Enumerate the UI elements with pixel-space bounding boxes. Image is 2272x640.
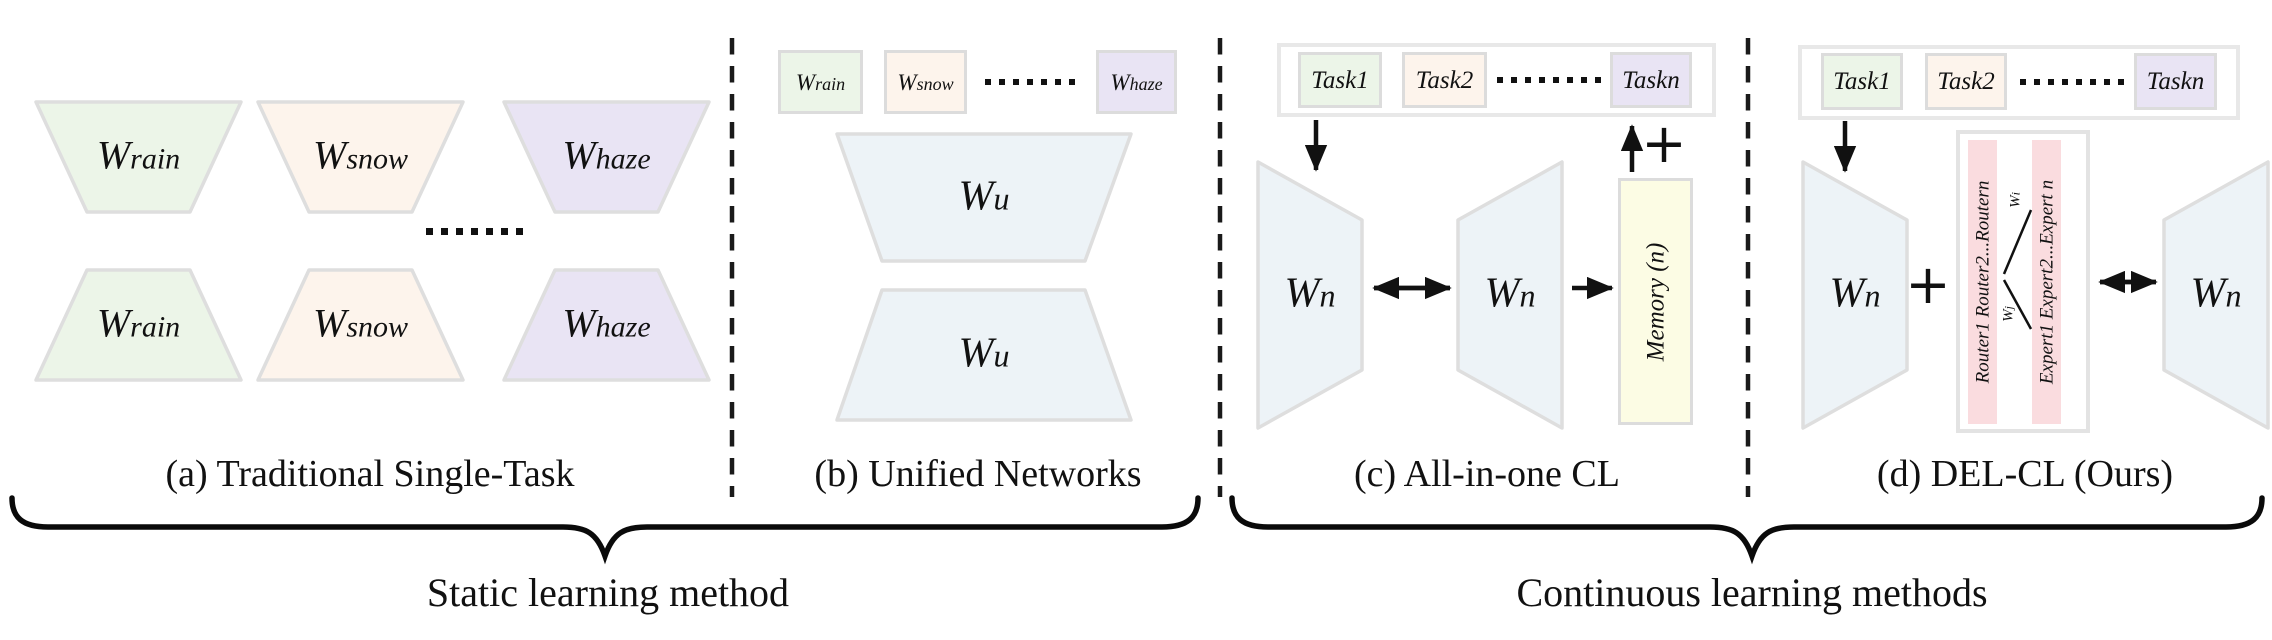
ellipsis-dots-a <box>426 228 523 235</box>
network-label: Wsnow <box>312 300 408 346</box>
caption-b: (b) Unified Networks <box>814 453 1142 495</box>
taskn-chip-c: Taskn <box>1610 52 1692 108</box>
trapezoid-shape <box>256 100 465 214</box>
trapezoid-shape <box>835 132 1133 263</box>
plus-sign-c: + <box>1641 112 1687 175</box>
encoder-shape <box>1801 160 1909 430</box>
network-trapezoid-rain-bottom: Wrain <box>34 268 243 382</box>
weight-chip-rain: Wrain <box>778 50 863 114</box>
task1-chip-d: Task1 <box>1821 53 1903 110</box>
trapezoid-shape <box>34 268 243 382</box>
network-label: Wn <box>2190 270 2242 317</box>
task-label: Taskn <box>1622 66 1680 94</box>
network-label: Wn <box>1484 270 1536 317</box>
unified-network-decoder: Wu <box>835 288 1133 422</box>
network-label: Wn <box>1829 270 1881 317</box>
network-label: Wn <box>1284 270 1336 317</box>
network-label: Whaze <box>562 300 651 346</box>
task-label: Task1 <box>1833 68 1891 95</box>
task1-chip-c: Task1 <box>1298 52 1382 108</box>
trapezoid-shape <box>835 288 1133 422</box>
network-trapezoid-haze-top: Whaze <box>502 100 711 214</box>
network-trapezoid-rain-top: Wrain <box>34 100 243 214</box>
task2-chip-d: Task2 <box>1925 53 2007 110</box>
task2-chip-c: Task2 <box>1402 52 1487 108</box>
network-trapezoid-snow-top: Wsnow <box>256 100 465 214</box>
taskn-chip-d: Taskn <box>2134 53 2217 110</box>
caption-d: (d) DEL-CL (Ours) <box>1876 453 2174 495</box>
plus-sign-d: + <box>1905 253 1951 316</box>
network-label: Wu <box>958 172 1010 219</box>
chip-label: Whaze <box>1110 69 1163 95</box>
memory-label: Memory (n) <box>1642 242 1669 361</box>
decoder-shape <box>2162 160 2270 430</box>
task-label: Task2 <box>1937 68 1995 95</box>
trapezoid-shape <box>34 100 243 214</box>
expert-strip: Expert1 Expert2...Expert n <box>2032 140 2061 424</box>
ellipsis-dots-b <box>985 79 1075 85</box>
encoder-wn-c: Wn <box>1256 160 1364 430</box>
network-trapezoid-snow-bottom: Wsnow <box>256 268 465 382</box>
network-label: Whaze <box>562 132 651 178</box>
network-label: Wsnow <box>312 132 408 178</box>
weight-chip-haze: Whaze <box>1096 50 1177 114</box>
group-label-continuous: Continuous learning methods <box>1516 570 1988 615</box>
trapezoid-shape <box>502 100 711 214</box>
weight-wj-label: Wj <box>2000 306 2017 322</box>
caption-a: (a) Traditional Single-Task <box>165 453 575 495</box>
unified-network-encoder: Wu <box>835 132 1133 263</box>
decoder-wn-d: Wn <box>2162 160 2270 430</box>
decoder-shape <box>1456 160 1564 430</box>
task-label: Task1 <box>1311 66 1369 94</box>
ellipsis-dots-d <box>2020 79 2124 85</box>
task-label: Task2 <box>1415 66 1474 94</box>
trapezoid-shape <box>256 268 465 382</box>
network-trapezoid-haze-bottom: Whaze <box>502 268 711 382</box>
brace-static-group <box>9 495 1201 565</box>
group-label-static: Static learning method <box>426 570 790 615</box>
memory-box: Memory (n) <box>1618 178 1693 425</box>
caption-c: (c) All-in-one CL <box>1354 453 1620 495</box>
encoder-shape <box>1256 160 1364 430</box>
weight-chip-snow: Wsnow <box>884 50 967 114</box>
weight-wi-label: Wi <box>2007 192 2024 208</box>
network-label: Wrain <box>96 132 181 178</box>
task-label: Taskn <box>2146 68 2205 95</box>
trapezoid-shape <box>502 268 711 382</box>
router-label: Router1 Router2...Routern <box>1972 180 1993 384</box>
network-label: Wu <box>958 330 1010 377</box>
brace-continuous-group <box>1229 495 2265 565</box>
chip-label: Wsnow <box>897 69 954 95</box>
decoder-wn-c: Wn <box>1456 160 1564 430</box>
network-label: Wrain <box>96 300 181 346</box>
expert-label: Expert1 Expert2...Expert n <box>2036 179 2057 385</box>
router-strip: Router1 Router2...Routern <box>1968 140 1997 424</box>
encoder-wn-d: Wn <box>1801 160 1909 430</box>
ellipsis-dots-c <box>1497 77 1601 83</box>
chip-label: Wrain <box>795 69 846 95</box>
